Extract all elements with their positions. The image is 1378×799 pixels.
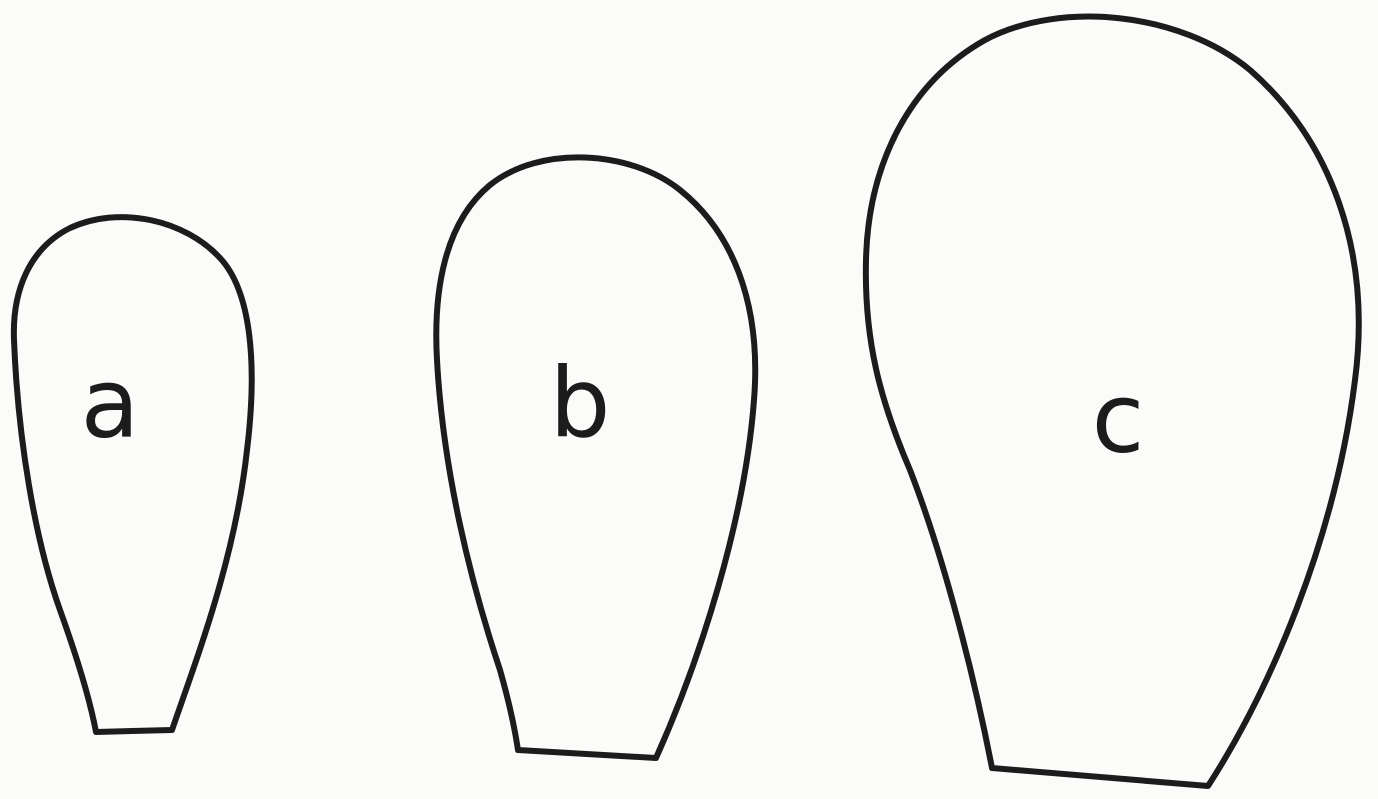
petal-label-c: c [1092, 362, 1145, 474]
petal-outline-a [14, 217, 252, 732]
petal-label-b: b [550, 347, 611, 459]
petal-shape-a: a [14, 217, 252, 732]
petal-label-a: a [81, 347, 140, 459]
petal-shape-c: c [866, 17, 1359, 786]
petal-shape-b: b [436, 157, 755, 758]
